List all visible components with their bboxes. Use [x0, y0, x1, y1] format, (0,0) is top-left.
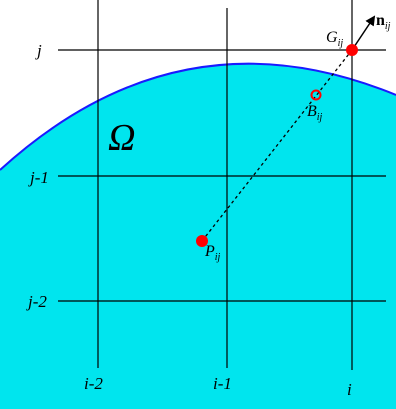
col-label-i-1: i-1: [213, 374, 232, 393]
col-label-i-2: i-2: [84, 374, 103, 393]
row-label-j-2: j-2: [26, 292, 47, 311]
ghost-point-label: Gij: [326, 29, 343, 49]
row-label-j: j: [35, 41, 42, 60]
col-label-i: i: [347, 380, 352, 399]
region-omega-label: Ω: [108, 117, 135, 159]
row-label-j-1: j-1: [28, 168, 49, 187]
normal-vector-label: nij: [376, 12, 391, 32]
boundary-point-label: Bij: [307, 103, 323, 123]
ghost-point-marker: [346, 44, 358, 56]
image-point-marker: [196, 235, 208, 247]
probe-line: [201, 49, 353, 242]
image-point-label: Pij: [204, 243, 221, 263]
boundary-curve: [0, 62, 396, 171]
region-omega-fill: [0, 63, 396, 409]
normal-vector-arrow: [351, 15, 376, 51]
boundary-point-marker: [310, 89, 322, 101]
